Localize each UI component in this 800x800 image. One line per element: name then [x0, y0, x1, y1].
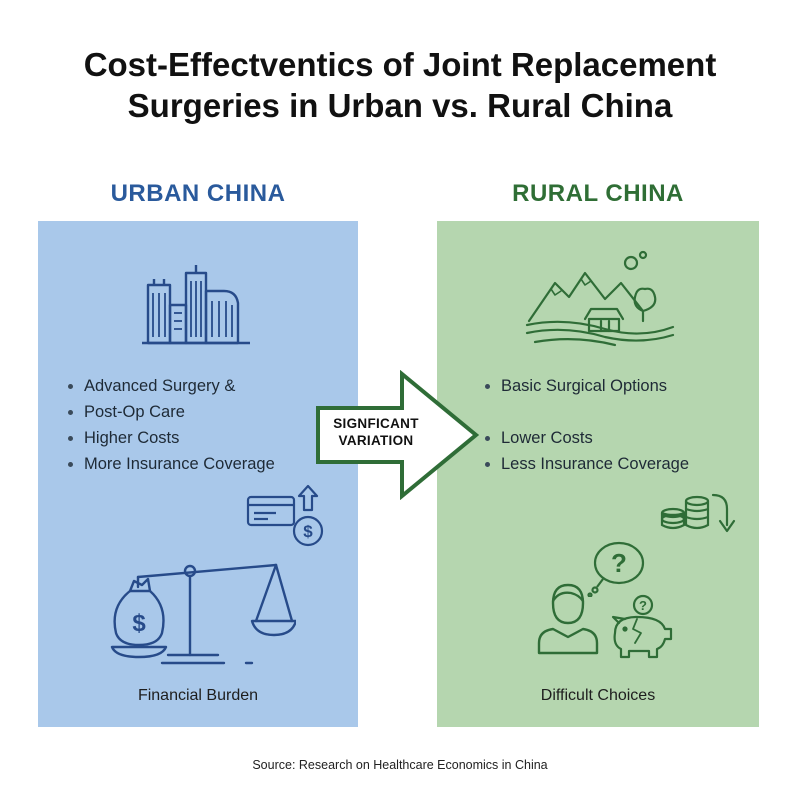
svg-text:?: ? [611, 548, 627, 578]
broken-piggy-bank-icon: ? [611, 594, 673, 659]
variation-label-line-1: SIGNFICANT [333, 416, 419, 431]
urban-caption: Financial Burden [137, 687, 259, 704]
city-buildings-icon [142, 265, 250, 345]
variation-label-line-2: VARIATION [338, 433, 414, 448]
svg-text:$: $ [303, 522, 313, 541]
coin-stack-icon [660, 495, 710, 530]
urban-bullet: Advanced Surgery & [66, 373, 275, 399]
urban-bullet: Higher Costs [66, 425, 275, 451]
credit-card-icon [246, 495, 296, 527]
svg-text:?: ? [639, 598, 647, 613]
money-bag-icon: $ [113, 577, 165, 647]
thinking-person-icon [537, 583, 599, 655]
urban-heading: URBAN CHINA [110, 180, 286, 207]
dollar-coin-icon: $ [292, 515, 324, 547]
page-title: Cost-Effectventics of Joint Replacement … [40, 44, 760, 126]
arrow-down-icon [711, 493, 736, 533]
source-note: Source: Research on Healthcare Economics… [252, 758, 548, 772]
variation-arrow [316, 370, 480, 500]
rural-heading: RURAL CHINA [512, 180, 684, 207]
arrow-up-icon [297, 484, 319, 512]
urban-panel: Advanced Surgery & Post-Op Care Higher C… [38, 221, 358, 727]
urban-bullet-list: Advanced Surgery & Post-Op Care Higher C… [66, 373, 275, 477]
title-line-1: Cost-Effectventics of Joint Replacement [83, 46, 717, 83]
rural-landscape-icon [525, 250, 675, 347]
rural-bullet-list: Basic Surgical Options Lower Costs Less … [483, 373, 689, 477]
urban-bullet: Post-Op Care [66, 399, 275, 425]
title-line-2: Surgeries in Urban vs. Rural China [127, 87, 673, 124]
rural-caption: Difficult Choices [540, 687, 656, 704]
rural-panel: Basic Surgical Options Lower Costs Less … [437, 221, 759, 727]
rural-bullet: Basic Surgical Options [483, 373, 689, 399]
svg-text:$: $ [132, 610, 146, 637]
balance-scale-icon: $ [110, 563, 296, 665]
urban-bullet: More Insurance Coverage [66, 451, 275, 477]
variation-label: SIGNFICANT VARIATION [320, 415, 432, 449]
rural-bullet: Lower Costs [483, 425, 689, 451]
question-bubble-icon: ? [587, 541, 645, 597]
rural-bullet: Less Insurance Coverage [483, 451, 689, 477]
